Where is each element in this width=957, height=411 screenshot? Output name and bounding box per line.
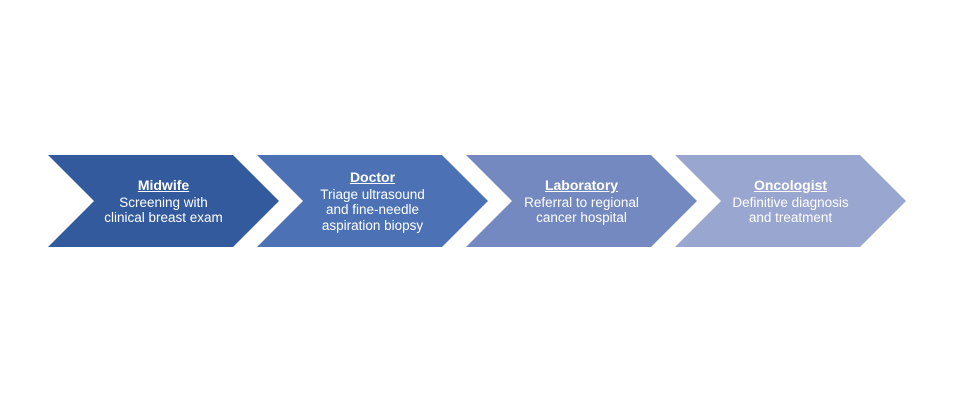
step-description: Screening with clinical breast exam — [104, 194, 223, 226]
process-step-doctor: Doctor Triage ultrasound and fine-needle… — [257, 155, 488, 247]
step-description: Triage ultrasound and fine-needle aspira… — [320, 187, 425, 233]
step-title: Doctor — [349, 169, 396, 186]
step-content: Oncologist Definitive diagnosis and trea… — [721, 155, 860, 247]
step-content: Doctor Triage ultrasound and fine-needle… — [303, 155, 442, 247]
step-content: Midwife Screening with clinical breast e… — [94, 155, 233, 247]
process-step-oncologist: Oncologist Definitive diagnosis and trea… — [675, 155, 906, 247]
step-title: Midwife — [137, 176, 190, 193]
step-description: Definitive diagnosis and treatment — [732, 194, 849, 226]
step-title: Laboratory — [544, 176, 619, 193]
process-step-laboratory: Laboratory Referral to regional cancer h… — [466, 155, 697, 247]
step-description: Referral to regional cancer hospital — [524, 194, 639, 226]
step-title: Oncologist — [753, 176, 828, 193]
step-content: Laboratory Referral to regional cancer h… — [512, 155, 651, 247]
process-step-midwife: Midwife Screening with clinical breast e… — [48, 155, 279, 247]
